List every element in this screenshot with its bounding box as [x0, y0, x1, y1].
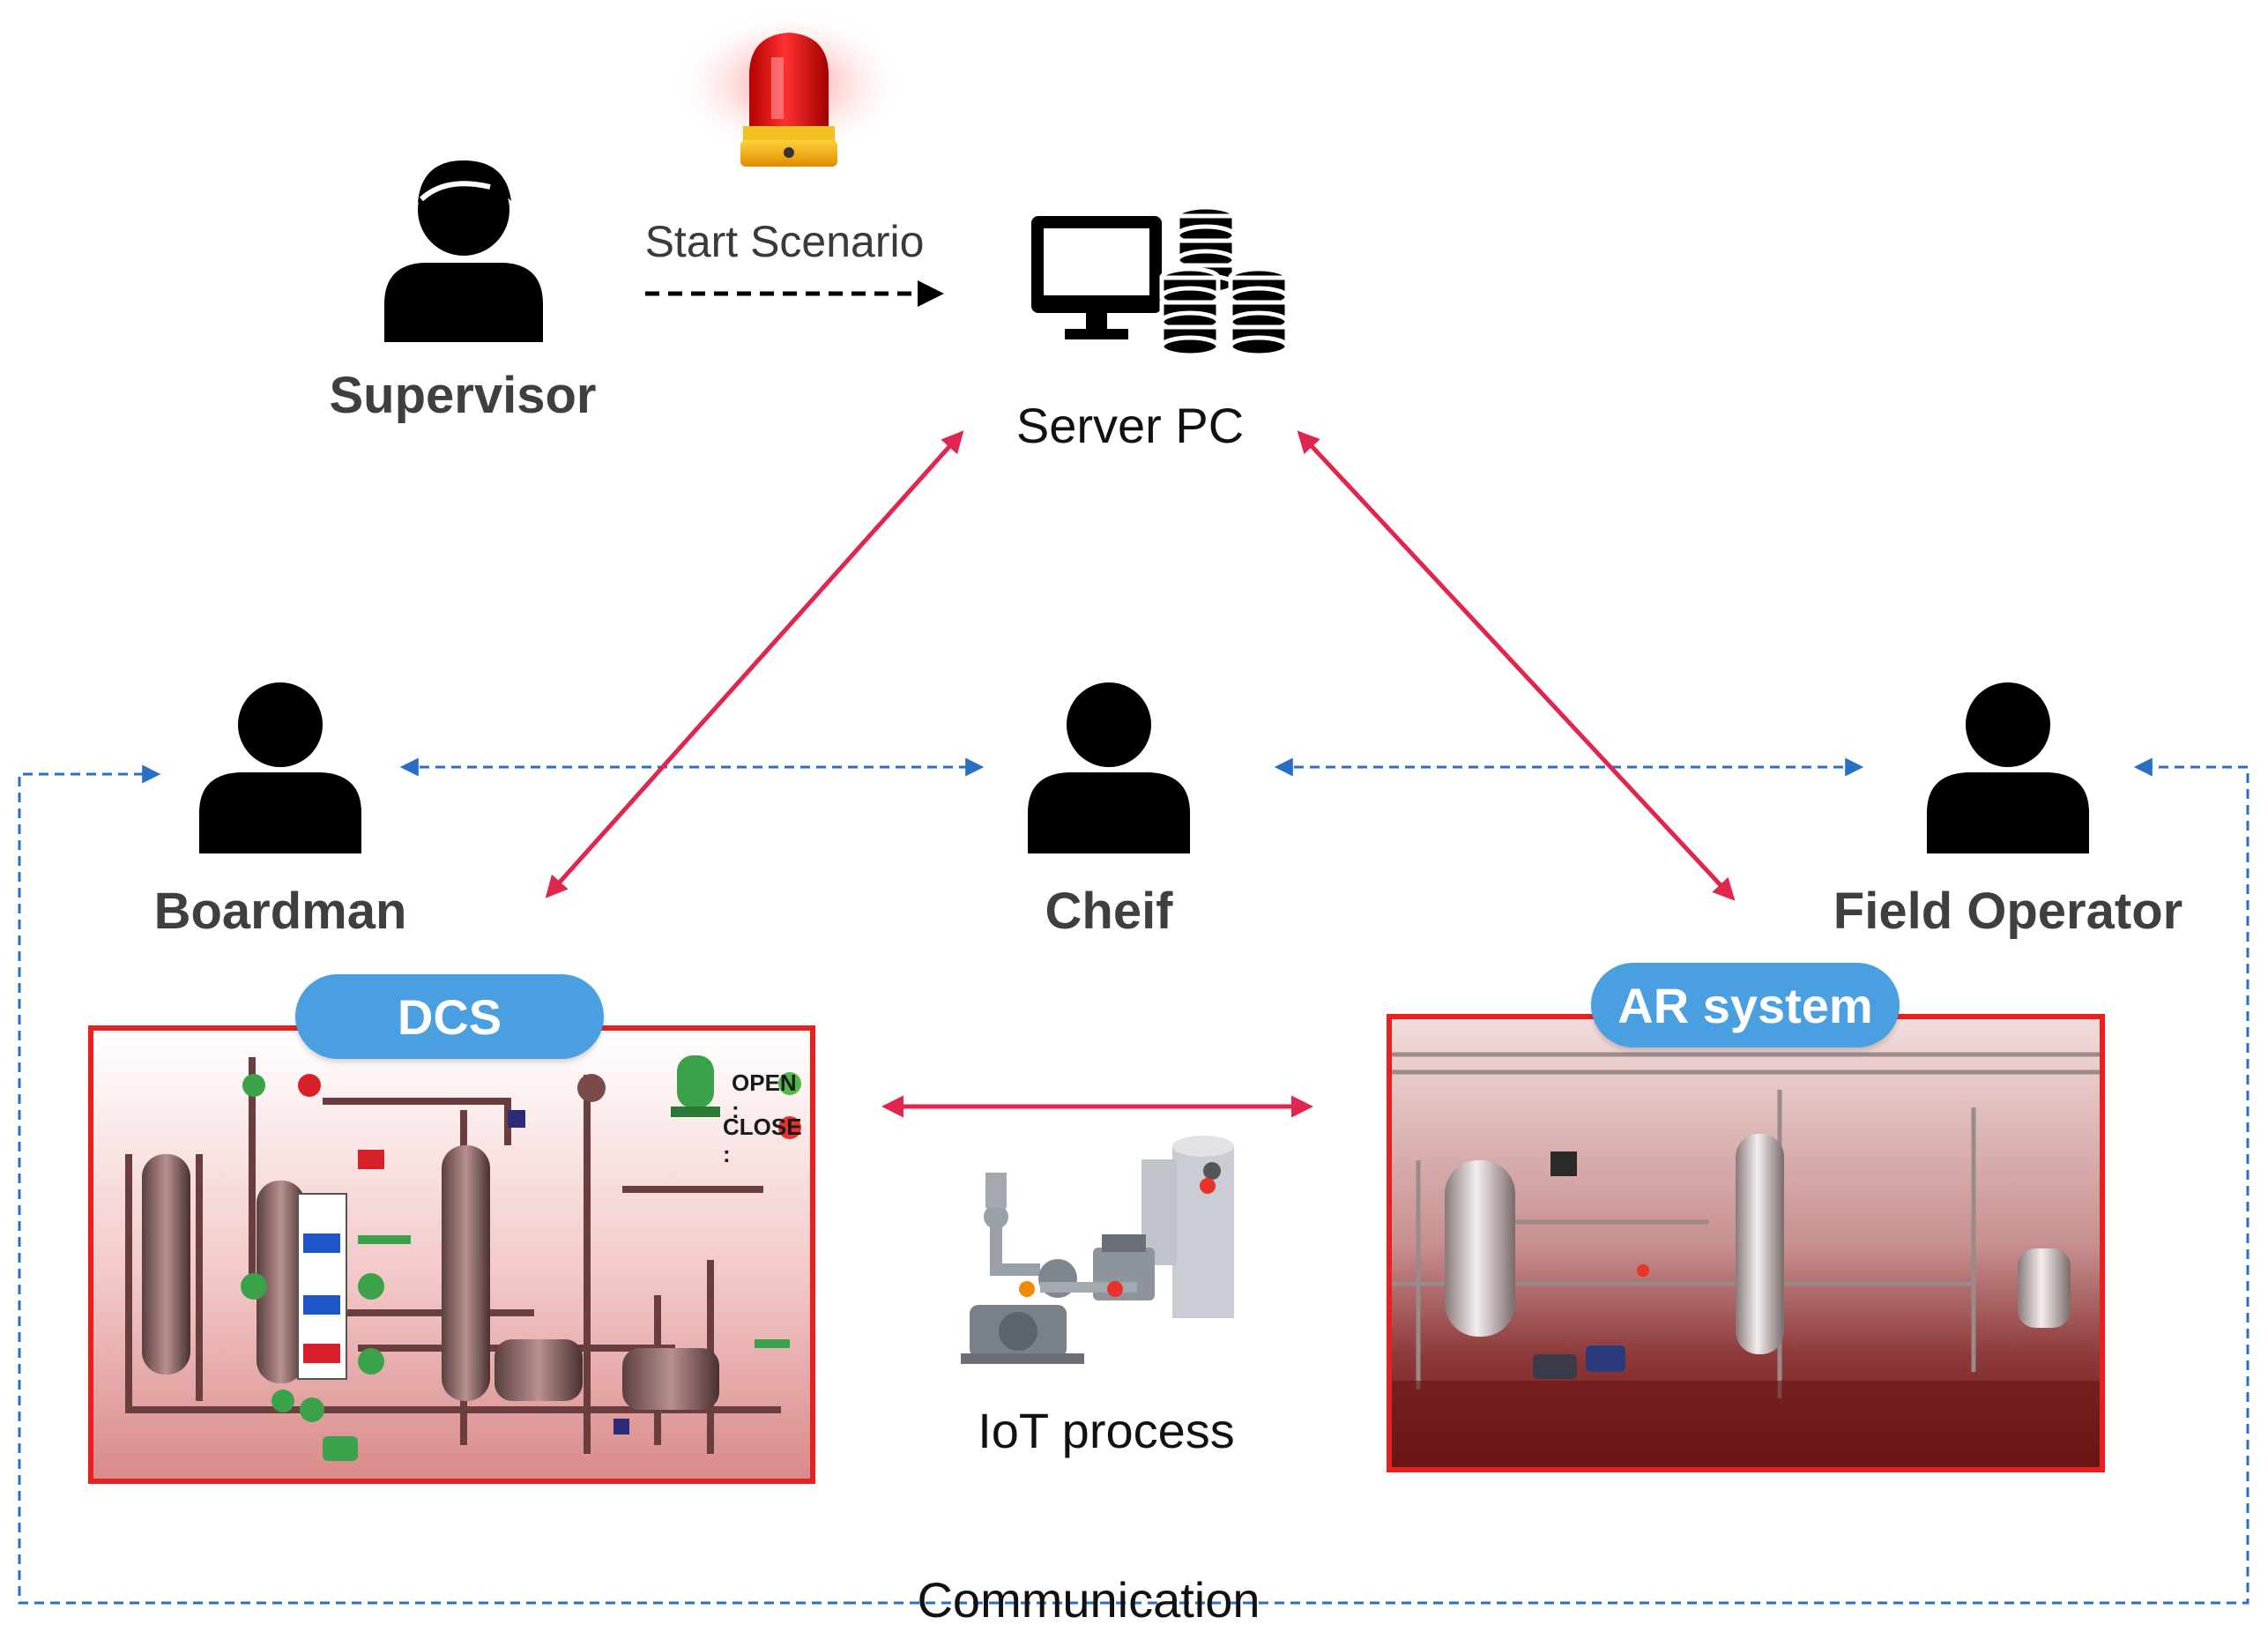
dcs-panel: OPEN : CLOSE :: [88, 1025, 815, 1484]
green-beacon: [671, 1055, 720, 1117]
close-indicator: [778, 1116, 801, 1139]
chief-label: Cheif: [1045, 883, 1173, 940]
dcs-open-legend: OPEN :: [732, 1069, 797, 1123]
ar-system-label-pill: AR system: [1591, 963, 1900, 1047]
ar-system-panel: [1387, 1014, 2105, 1472]
communication-loop: [18, 757, 2249, 1605]
ar-plant-view: [1392, 1019, 2100, 1467]
start-scenario-label: Start Scenario: [644, 217, 925, 266]
boardman-person-icon: [199, 682, 361, 853]
supervisor-label: Supervisor: [329, 367, 597, 424]
dcs-label-pill: DCS: [295, 974, 604, 1059]
dcs-process-mimic: [93, 1031, 810, 1479]
server-pc-label: Server PC: [1015, 398, 1245, 453]
boardman-label: Boardman: [153, 883, 407, 940]
control-arrows: [545, 430, 1736, 1118]
field-operator-person-icon: [1927, 682, 2089, 853]
iot-process-icon: [961, 1136, 1234, 1364]
iot-process-label: IoT process: [978, 1403, 1235, 1458]
communication-label: Communication: [917, 1572, 1260, 1628]
server-pc-icon: [1031, 216, 1162, 339]
open-indicator: [778, 1072, 801, 1095]
database-icon: [1159, 205, 1290, 358]
supervisor-person-icon: [384, 160, 543, 342]
chief-person-icon: [1028, 682, 1190, 853]
dcs-close-legend: CLOSE :: [723, 1114, 802, 1167]
alarm-beacon-icon: [679, 13, 899, 167]
field-operator-label: Field Operator: [1833, 883, 2183, 940]
